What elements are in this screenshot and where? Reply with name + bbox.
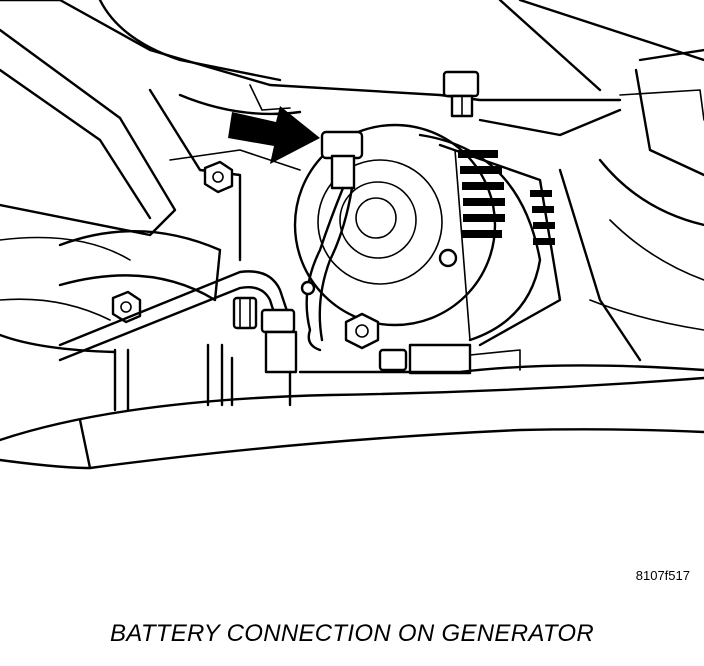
- battery-cable-terminal: [300, 130, 364, 352]
- engine-bracket: [0, 28, 301, 324]
- tube-line: [58, 270, 292, 362]
- lower-fasteners: [232, 296, 521, 375]
- right-structure: [478, 48, 704, 362]
- callout-arrow: [228, 106, 320, 164]
- upper-frame: [0, 0, 704, 116]
- generator-illustration: [0, 0, 704, 470]
- lower-support: [0, 333, 704, 412]
- cooling-fins: [458, 150, 555, 245]
- figure-id-label: 8107f517: [635, 568, 690, 583]
- figure-caption: BATTERY CONNECTION ON GENERATOR: [109, 620, 594, 647]
- crossmember: [0, 376, 704, 470]
- mounting-bolt: [442, 70, 480, 118]
